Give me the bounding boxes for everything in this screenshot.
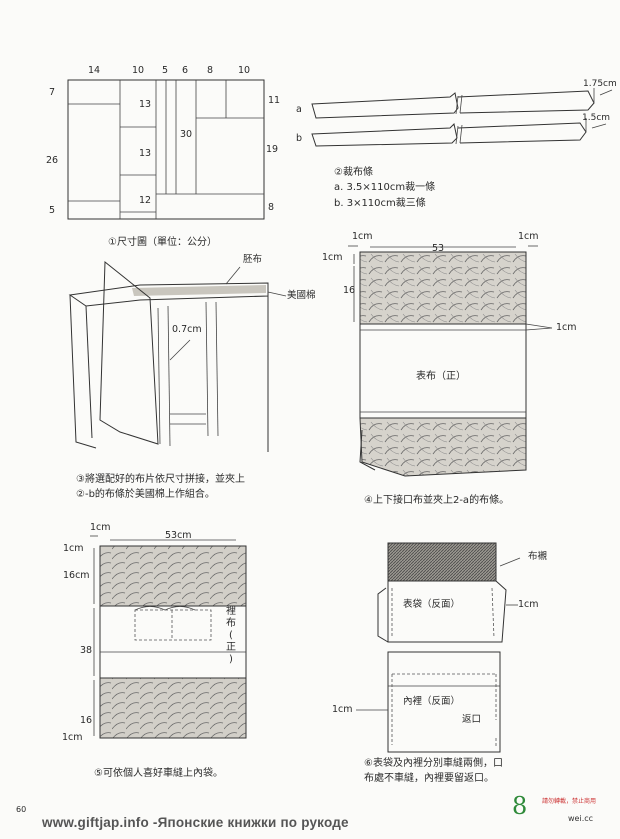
dim-right-11: 11 bbox=[268, 95, 281, 106]
dim-step5-16: 16 bbox=[80, 715, 93, 726]
watermark-site: wei.cc bbox=[568, 814, 594, 823]
strip-label-b: b bbox=[296, 133, 303, 144]
step4-caption: ④上下接口布並夾上2-a的布條。 bbox=[364, 495, 510, 506]
label-lining-char: 布 bbox=[226, 618, 236, 629]
step2-line-a: a. 3.5×110cm裁一條 bbox=[334, 182, 436, 193]
label-return-opening: 返口 bbox=[462, 714, 482, 725]
footer-text: www.giftjap.info -Японские книжки по рук… bbox=[42, 815, 349, 830]
dim-top-6: 6 bbox=[182, 65, 189, 76]
dim-step5-1cm-left: 1cm bbox=[90, 522, 111, 533]
page-number: 60 bbox=[16, 805, 27, 814]
dim-left-7: 7 bbox=[49, 87, 56, 98]
dim-top-14: 14 bbox=[88, 65, 101, 76]
dim-step5-16cm: 16cm bbox=[63, 570, 90, 581]
step3-caption-line1: ③將選配好的布片依尺寸拼接，並夾上 bbox=[76, 474, 245, 485]
label-batting: 美國棉 bbox=[287, 290, 316, 301]
dim-step4-1cm-side: 1cm bbox=[322, 252, 343, 263]
watermark-line1: 請勿轉載，禁止商用 bbox=[542, 798, 597, 805]
dim-step6-outer-1cm: 1cm bbox=[518, 599, 539, 610]
label-lining-char: 裡 bbox=[226, 606, 236, 617]
strip-a-width: 1.75cm bbox=[583, 79, 617, 89]
dim-top-10a: 10 bbox=[132, 65, 145, 76]
step6-caption-line1: ⑥表袋及內裡分別車縫兩側，口 bbox=[364, 758, 503, 769]
strip-b-width: 1.5cm bbox=[582, 113, 611, 123]
dim-step5-53cm: 53cm bbox=[165, 530, 192, 541]
step1-caption: ①尺寸圖（單位：公分） bbox=[108, 237, 217, 248]
dim-inner-30: 30 bbox=[180, 129, 193, 140]
watermark-logo: 請勿轉載，禁止商用 8 wei.cc bbox=[512, 792, 616, 824]
dim-inner-13b: 13 bbox=[139, 148, 152, 159]
dim-step6-inner-1cm: 1cm bbox=[332, 704, 353, 715]
dim-right-8: 8 bbox=[268, 202, 275, 213]
step6-caption-line2: 布處不車縫，內裡要留返口。 bbox=[364, 773, 494, 784]
dim-step5-1cm-top: 1cm bbox=[63, 543, 84, 554]
dim-step4-1cm-right: 1cm bbox=[518, 231, 539, 242]
watermark-logo-mark: 8 bbox=[512, 792, 528, 820]
step5-caption: ⑤可依個人喜好車縫上內袋。 bbox=[94, 768, 223, 779]
dim-top-10b: 10 bbox=[238, 65, 251, 76]
step2-title: ②裁布條 bbox=[334, 167, 373, 178]
label-front-fabric: 表布（正） bbox=[416, 371, 466, 382]
label-lining-front: 裡 布 ( 正 ) bbox=[225, 606, 237, 666]
dim-step4-1cm-left: 1cm bbox=[352, 231, 373, 242]
label-inner-lining: 內裡（反面） bbox=[403, 696, 461, 707]
label-gap-0-7cm: 0.7cm bbox=[172, 324, 202, 335]
dim-left-5: 5 bbox=[49, 205, 56, 216]
step3-caption-line2: ②-b的布條於美國棉上作組合。 bbox=[76, 489, 215, 500]
dim-step5-1cm-bottom: 1cm bbox=[62, 732, 83, 743]
label-lining-char: 正 bbox=[226, 642, 236, 653]
label-lining-char: ) bbox=[229, 654, 233, 665]
dim-right-19: 19 bbox=[266, 144, 279, 155]
dim-inner-12: 12 bbox=[139, 195, 152, 206]
step2-line-b: b. 3×110cm裁三條 bbox=[334, 198, 426, 209]
label-lining-char: ( bbox=[229, 630, 233, 641]
dim-step4-16: 16 bbox=[343, 285, 356, 296]
dim-step4-1cm-mid: 1cm bbox=[556, 322, 577, 333]
label-base-fabric: 胚布 bbox=[243, 254, 263, 265]
dim-left-26: 26 bbox=[46, 155, 59, 166]
label-outer-bag: 表袋（反面） bbox=[403, 599, 461, 610]
dim-top-8: 8 bbox=[207, 65, 214, 76]
label-interfacing: 布襯 bbox=[528, 551, 548, 562]
strip-label-a: a bbox=[296, 104, 302, 115]
dim-top-5: 5 bbox=[162, 65, 169, 76]
dim-step4-53: 53 bbox=[432, 243, 445, 254]
dim-step5-38: 38 bbox=[80, 645, 93, 656]
dim-inner-13a: 13 bbox=[139, 99, 152, 110]
footer-link[interactable]: www.giftjap.info -Японские книжки по рук… bbox=[0, 815, 620, 839]
